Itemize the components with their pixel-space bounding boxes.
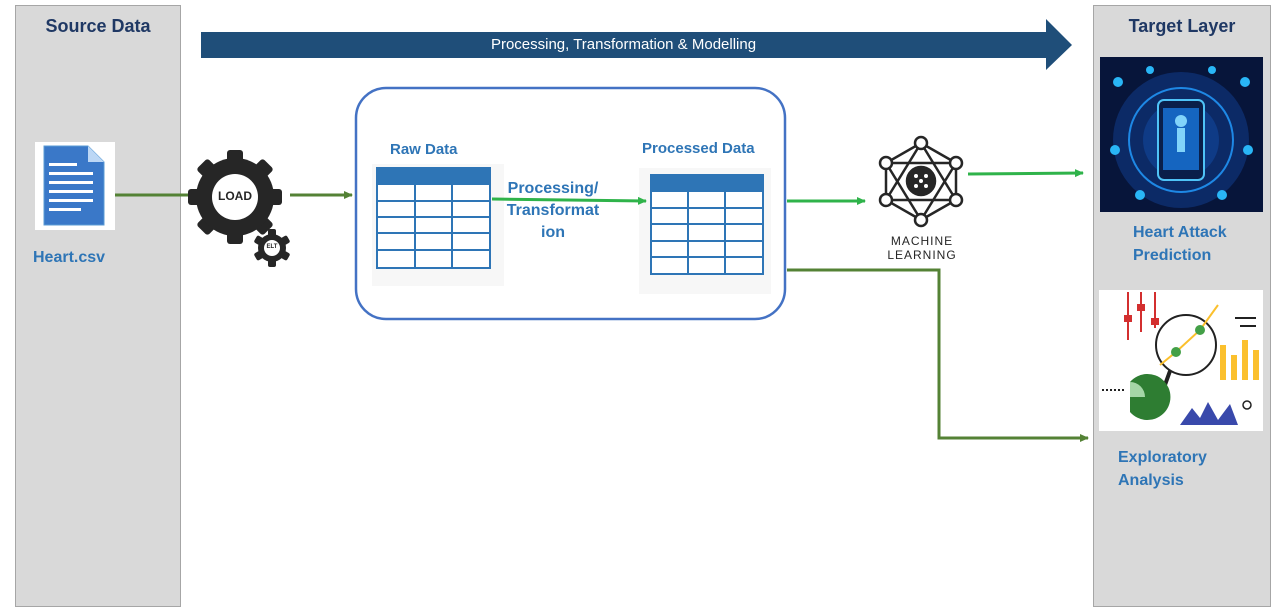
raw-data-table-icon xyxy=(372,164,504,286)
load-label: LOAD xyxy=(218,189,252,203)
transformation-label-line-1: Processing/ xyxy=(507,180,599,197)
ml-core-dots xyxy=(914,174,928,188)
transformation-label: Processing/ Transformat ion xyxy=(500,178,606,244)
processed-data-table-icon xyxy=(639,168,771,294)
heart-prediction-image xyxy=(1100,57,1263,212)
processed-to-analysis-arrow xyxy=(787,268,1089,442)
document-icon xyxy=(35,142,115,230)
machine-learning-label: MACHINE LEARNING xyxy=(872,234,972,262)
ml-label-line-2: LEARNING xyxy=(887,248,957,262)
ml-label-line-1: MACHINE xyxy=(890,234,954,248)
load-gear-icon xyxy=(188,150,282,244)
elt-small-gear-icon xyxy=(254,229,290,267)
transformation-label-line-3: ion xyxy=(541,224,565,241)
exploratory-analysis-image xyxy=(1099,290,1263,431)
transformation-label-line-2: Transformat xyxy=(506,202,600,219)
target-layer-title: Target Layer xyxy=(1128,16,1236,36)
raw-data-label: Raw Data xyxy=(390,141,458,158)
processed-data-label: Processed Data xyxy=(642,140,755,157)
elt-label: ELT xyxy=(266,244,278,250)
source-data-title: Source Data xyxy=(45,16,151,36)
raw-to-processed-arrow xyxy=(491,196,647,205)
source-data-panel: Source Data xyxy=(15,5,181,607)
heart-csv-label: Heart.csv xyxy=(33,249,106,266)
processing-banner-label: Processing, Transformation & Modelling xyxy=(490,36,757,53)
ml-to-prediction-arrow xyxy=(967,169,1084,178)
heart-attack-prediction-label: Heart Attack Prediction xyxy=(1133,224,1227,264)
exploratory-analysis-label: Exploratory Analysis xyxy=(1118,449,1207,489)
processing-banner-arrow xyxy=(201,19,1072,70)
